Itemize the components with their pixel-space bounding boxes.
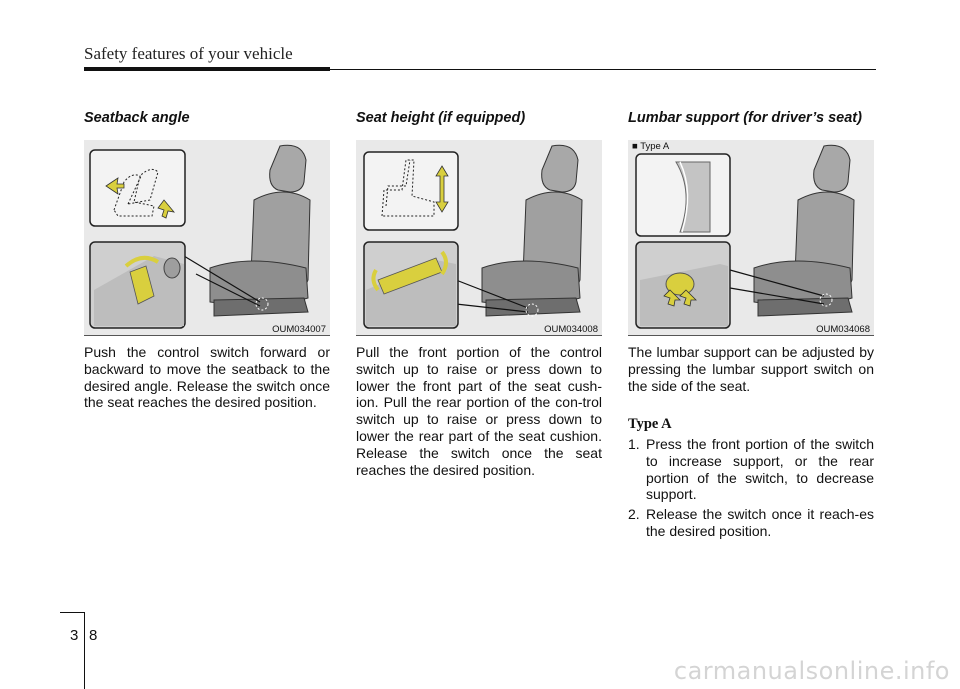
figure-seatback-angle: OUM034007: [84, 140, 330, 336]
list-number: 2.: [628, 506, 640, 522]
figure-baseline: [628, 335, 874, 336]
chapter-number: 3: [70, 627, 79, 644]
figure-lumbar-support: ■ Type A OUM034068: [628, 140, 874, 336]
body-lumbar-support: The lumbar support can be adjusted by pr…: [628, 344, 874, 394]
page-number-rule: [60, 612, 84, 613]
list-text: Release the switch once it reach-es the …: [646, 506, 874, 539]
heading-lumbar-support: Lumbar support (for driver’s seat): [628, 110, 862, 126]
figure-type-tag: ■ Type A: [632, 141, 670, 152]
list-text: Press the front portion of the switch to…: [646, 436, 874, 503]
heading-seat-height: Seat height (if equipped): [356, 110, 526, 126]
list-item: 1. Press the front portion of the switch…: [628, 436, 874, 503]
watermark: carmanualsonline.info: [673, 657, 950, 685]
figure-code: OUM034068: [816, 324, 870, 335]
figure-seat-height: OUM034008: [356, 140, 602, 336]
figure-baseline: [84, 335, 330, 336]
seat-illustration-seatback: [89, 144, 311, 329]
figure-code: OUM034008: [544, 324, 598, 335]
body-seat-height: Pull the front portion of the control sw…: [356, 344, 602, 478]
page-number: 8: [89, 627, 98, 644]
page-number-divider: [84, 612, 85, 689]
figure-baseline: [356, 335, 602, 336]
header-rule: [84, 67, 330, 71]
heading-seatback-angle: Seatback angle: [84, 110, 190, 126]
list-number: 1.: [628, 436, 640, 452]
subheading-type-a: Type A: [628, 416, 672, 432]
page-header-title: Safety features of your vehicle: [84, 44, 293, 63]
figure-code: OUM034007: [272, 324, 326, 335]
seat-illustration-height: [363, 144, 583, 329]
list-item: 2. Release the switch once it reach-es t…: [628, 506, 874, 540]
seat-illustration-lumbar: [635, 144, 855, 329]
body-seatback-angle: Push the control switch forward or backw…: [84, 344, 330, 411]
header-rule-thin: [330, 69, 876, 70]
